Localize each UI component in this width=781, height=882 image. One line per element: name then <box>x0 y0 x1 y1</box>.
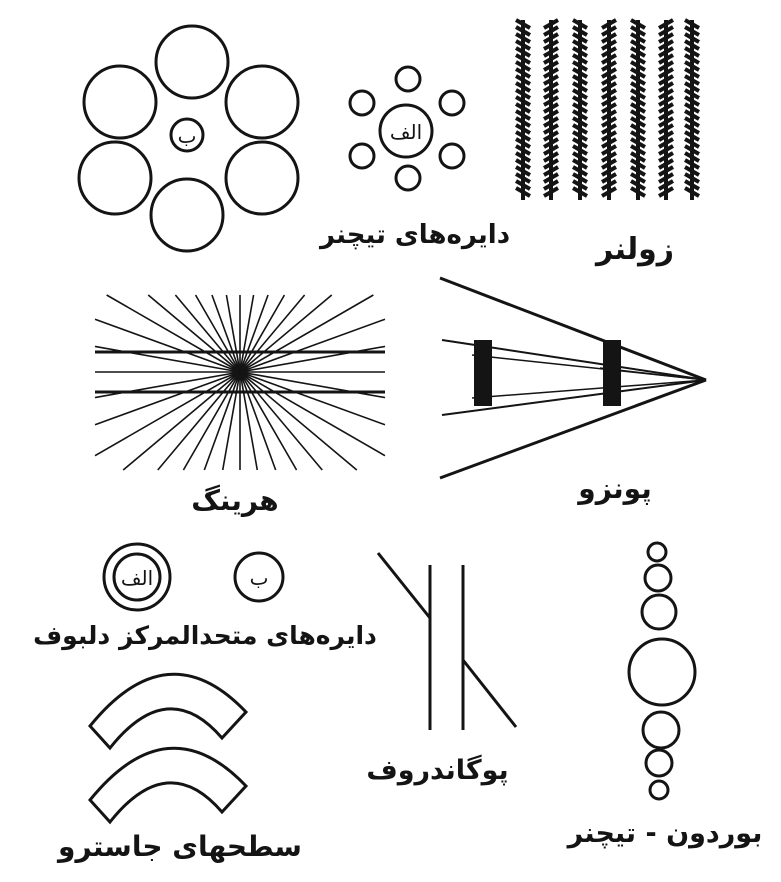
bourdon-illusion <box>629 543 695 799</box>
caption-jastrow: سطحهای جاسترو <box>50 833 310 861</box>
delboeuf-label-a: الف <box>121 566 153 590</box>
caption-bourdon: بوردون - تیچنر <box>555 820 775 847</box>
jastrow-illusion <box>90 674 246 822</box>
ponzo-far-bar <box>474 340 492 406</box>
ebbinghaus-label-b: ب <box>178 124 197 148</box>
ponzo-illusion <box>440 278 706 478</box>
delboeuf-illusion: الف ب <box>104 544 283 610</box>
delboeuf-label-b: ب <box>250 566 269 590</box>
ebbinghaus-label-a: الف <box>390 120 422 144</box>
ebbinghaus-small-surround: الف <box>350 67 464 190</box>
ebbinghaus-large-surround: ب <box>79 26 298 251</box>
caption-poggendorff: پوگاندروف <box>345 757 530 784</box>
caption-hering: هرینگ <box>175 487 295 515</box>
caption-zollner: زولنر <box>560 235 710 265</box>
hering-illusion <box>95 295 385 470</box>
zollner-illusion <box>516 20 699 200</box>
caption-ponzo: پونزو <box>555 475 675 503</box>
caption-delboeuf: دایره‌های متحدالمرکز دلبوف <box>0 623 410 648</box>
ponzo-near-bar <box>603 340 621 406</box>
caption-ebbinghaus: دایره‌های تیچنر <box>300 222 530 248</box>
